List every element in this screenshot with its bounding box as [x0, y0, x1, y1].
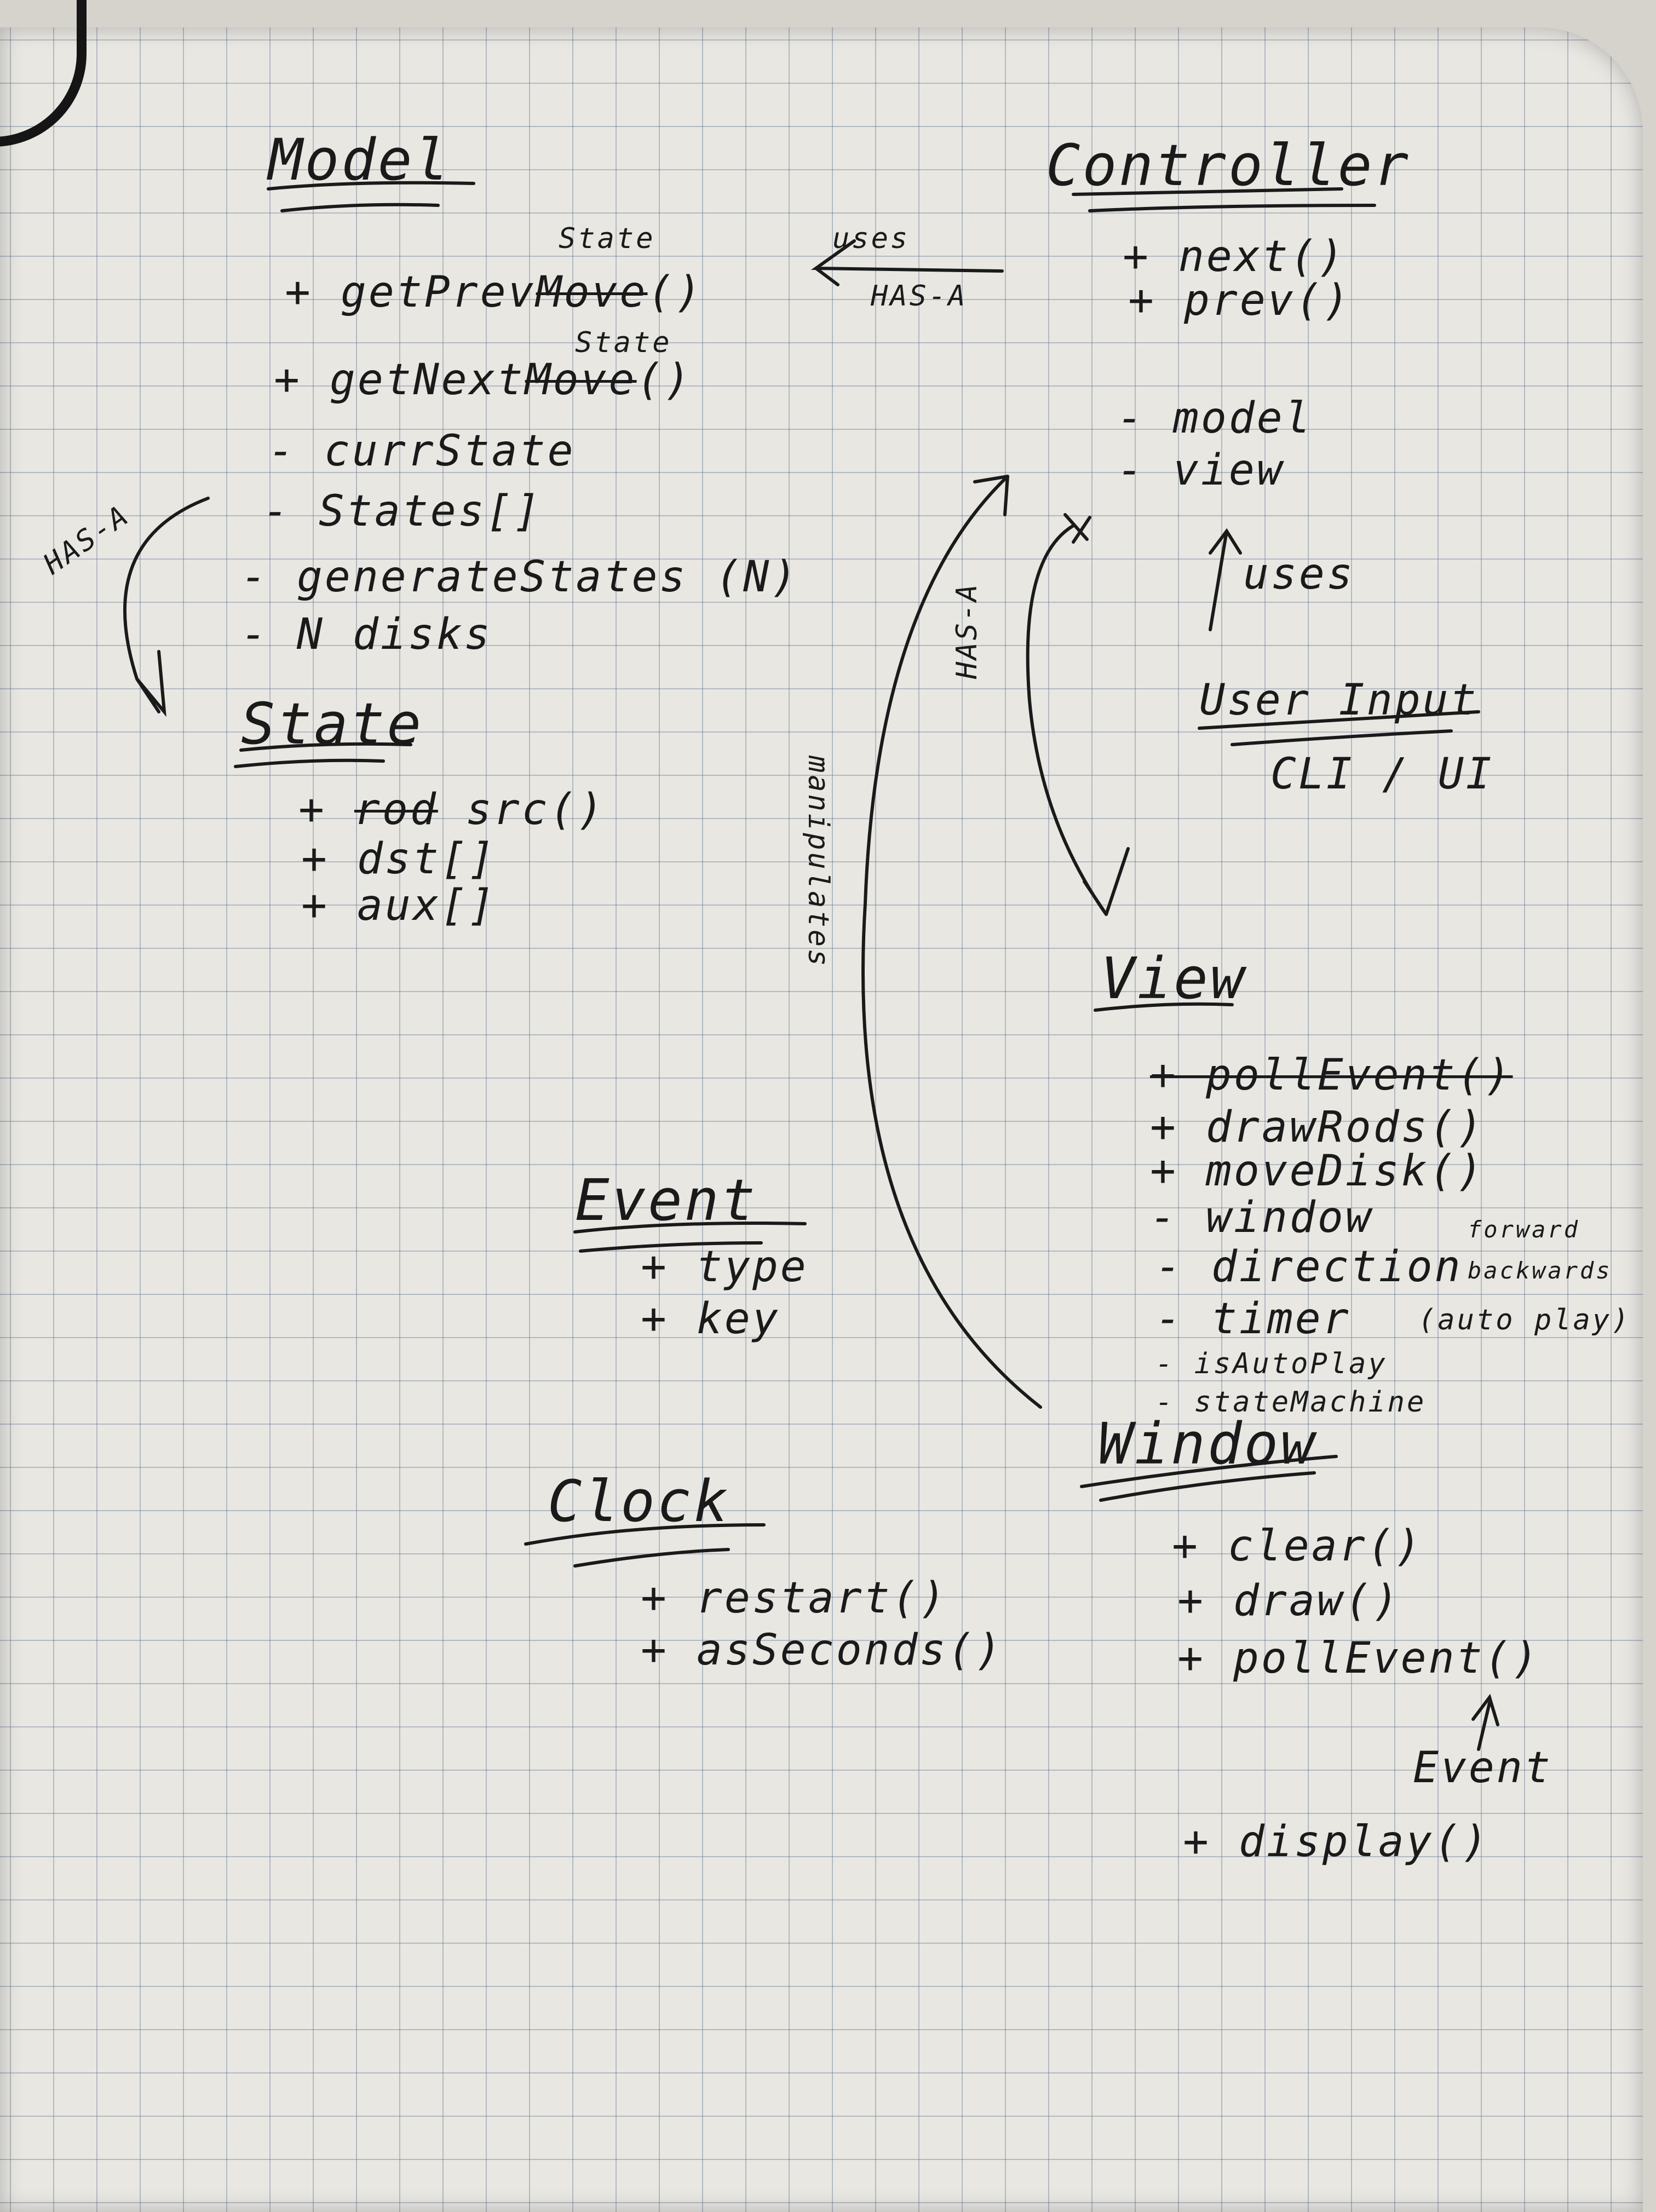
- window-item-draw: + draw(): [1177, 1576, 1401, 1626]
- clock-item-restart: + restart(): [641, 1574, 948, 1623]
- view-item-timer: - timer: [1155, 1294, 1351, 1344]
- controller-item-view: - view: [1117, 446, 1285, 495]
- controller-item-next: + next(): [1123, 232, 1346, 281]
- view-item-direction: - direction: [1155, 1242, 1463, 1292]
- view-item-statemachine: - stateMachine: [1155, 1386, 1427, 1419]
- clock-item-asseconds: + asSeconds(): [641, 1626, 1004, 1675]
- model-item-getprev: + getPrevMove(): [285, 268, 704, 317]
- has-a-label-mid: HAS-A: [951, 582, 984, 679]
- uses-label-top: uses: [832, 222, 910, 255]
- user-input-title: User Input: [1199, 676, 1479, 725]
- clock-title: Clock: [548, 1468, 731, 1535]
- window-item-display: + display(): [1183, 1817, 1490, 1867]
- view-item-movedisk: + moveDisk(): [1150, 1147, 1485, 1196]
- model-state-note-2: State: [575, 326, 672, 359]
- model-state-note-1: State: [559, 222, 656, 255]
- view-note-backwards: backwards: [1468, 1257, 1612, 1284]
- controller-item-prev: + prev(): [1128, 276, 1352, 325]
- view-note-autoplay: (auto play): [1418, 1304, 1631, 1337]
- model-item-states: - States[]: [263, 487, 542, 536]
- graph-paper: [0, 27, 1643, 2212]
- state-item-aux: + aux[]: [301, 881, 497, 930]
- has-a-label-top: HAS-A: [871, 280, 968, 313]
- state-title: State: [241, 690, 424, 757]
- state-item-src: + rod src(): [298, 785, 606, 834]
- manipulates-label: manipulates: [802, 756, 835, 969]
- model-item-ndisks: - N disks: [241, 610, 492, 659]
- state-item-dst: + dst[]: [301, 834, 497, 884]
- controller-item-model: - model: [1117, 394, 1313, 443]
- view-item-window: - window: [1150, 1193, 1373, 1242]
- event-item-type: + type: [641, 1242, 808, 1292]
- window-item-clear: + clear(): [1172, 1522, 1423, 1571]
- model-title: Model: [268, 126, 451, 193]
- view-note-forward: forward: [1468, 1216, 1580, 1243]
- controller-title: Controller: [1046, 132, 1411, 199]
- window-item-pollevent: + pollEvent(): [1177, 1634, 1540, 1683]
- view-item-pollevent: + pollEvent(): [1150, 1051, 1513, 1100]
- event-title: Event: [575, 1167, 758, 1234]
- model-item-generatestates: - generateStates (N): [241, 552, 800, 602]
- model-item-currstate: - currState: [268, 427, 576, 476]
- model-item-getnext: + getNextMove(): [274, 355, 693, 405]
- uses-label-input: uses: [1243, 550, 1355, 599]
- view-item-drawrods: + drawRods(): [1150, 1103, 1485, 1152]
- view-item-isautoplay: - isAutoPlay: [1155, 1347, 1388, 1380]
- event-item-key: + key: [641, 1294, 780, 1344]
- window-title: Window: [1098, 1410, 1317, 1477]
- window-event-note: Event: [1413, 1743, 1553, 1793]
- view-title: View: [1101, 945, 1247, 1012]
- user-input-subtitle: CLI / UI: [1270, 750, 1494, 799]
